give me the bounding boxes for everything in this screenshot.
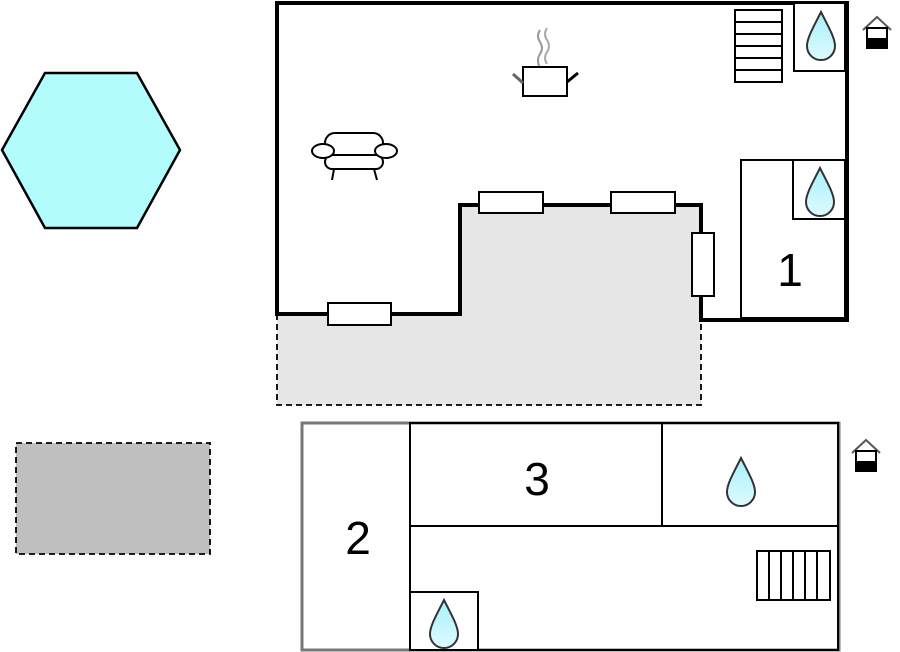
house-level-icon: [851, 439, 881, 472]
annex-building: [300, 421, 841, 652]
stairs-icon: [734, 9, 783, 83]
room-label: 1: [777, 244, 803, 296]
parking-area: [15, 442, 211, 555]
sofa-icon: [311, 132, 398, 181]
house-level-icon: [862, 16, 892, 49]
kitchen-pot-icon: [511, 27, 579, 97]
stairs-icon: [756, 550, 831, 601]
room-label: 3: [524, 453, 550, 505]
window: [478, 191, 544, 214]
terrace: [277, 205, 701, 405]
windows: [327, 191, 715, 326]
annex-inner: [409, 422, 839, 651]
room-label: 2: [345, 512, 371, 564]
pool: [0, 71, 182, 230]
window: [691, 232, 715, 297]
terrace-dashed-edge: [276, 314, 702, 406]
window: [327, 302, 392, 326]
window: [610, 191, 676, 214]
